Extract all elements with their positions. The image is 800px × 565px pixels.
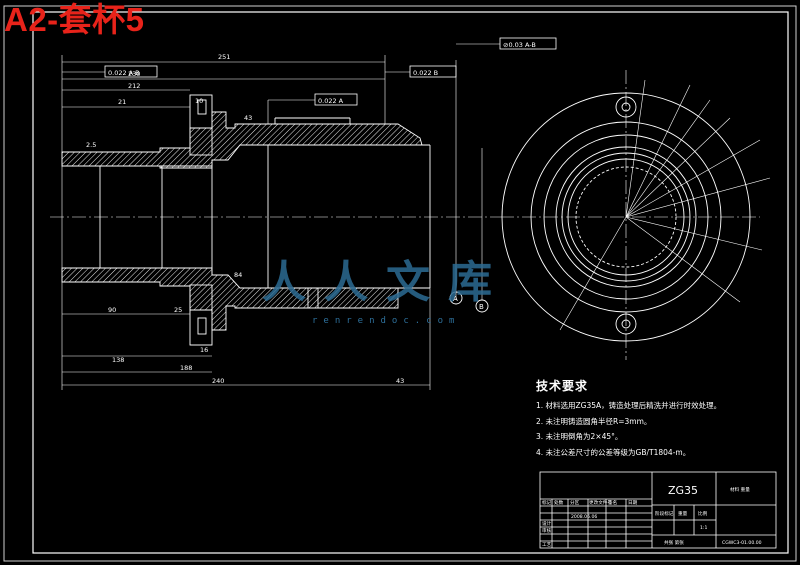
dim-138: 138 (112, 356, 124, 364)
title-block (539, 471, 777, 549)
tb-material: ZG35 (668, 484, 698, 497)
bolt-hole-top (615, 96, 637, 118)
dim-10: 10 (195, 97, 203, 105)
bottom-wall-hatch (61, 267, 399, 331)
flange-hole-bottom (197, 317, 207, 335)
tf-b-right-box (409, 65, 457, 78)
tb-stage-2: 重量 (678, 510, 688, 517)
datum-b-label: B (479, 303, 484, 311)
tb-company: 材料 重量 (730, 486, 750, 493)
dim-90: 90 (108, 306, 116, 314)
tf-a-text: 0.022 A (318, 97, 344, 105)
circle-3 (543, 134, 709, 300)
circle-4 (555, 146, 697, 288)
tb-col-4: 签名 (608, 499, 617, 506)
drawing-title: A2-套杯5 (4, 1, 145, 38)
tb-scale: 1:1 (700, 525, 707, 531)
outer-border (3, 5, 797, 562)
technical-requirements: 技术要求 1. 材料选用ZG35A，铸造处理后精洗并进行时效处理。 2. 未注明… (536, 377, 721, 460)
datum-b-marker (475, 299, 489, 313)
tb-col-2: 分区 (570, 499, 580, 506)
dim-2-5: 2.5 (86, 141, 96, 149)
dim-188: 188 (180, 364, 192, 372)
tb-stage-1: 阶段标记 (655, 510, 674, 517)
dim-21: 21 (118, 98, 126, 106)
bolt-hole-top-in (621, 102, 631, 112)
tb-row-3: 审核 (542, 527, 552, 534)
tf-a-box (314, 93, 358, 106)
tb-number: CGWC3-01.00.00 (722, 540, 762, 546)
bolt-hole-bottom (615, 313, 637, 335)
tech-item-2: 2. 未注明铸造圆角半径R=3mm。 (536, 416, 652, 426)
top-wall-hatch (61, 111, 423, 169)
dim-84: 84 (234, 271, 242, 279)
tb-row-2: 设计 (542, 520, 552, 527)
tb-col-3: 更改文件号 (589, 499, 612, 506)
section-view (50, 94, 500, 346)
tb-date: 2008.06.06 (571, 514, 597, 520)
tb-footer: 共张 第张 (664, 539, 684, 546)
tech-item-4: 4. 未注公差尺寸的公差等级为GB/T1804-m。 (536, 447, 691, 457)
dim-16: 16 (200, 346, 208, 354)
dim-240: 240 (212, 377, 224, 385)
tf-top-text: ⊘0.03 A-B (503, 41, 536, 49)
inner-border (32, 11, 789, 554)
tf-ab-left-box (104, 65, 158, 78)
dim-43-bottom: 43 (396, 377, 404, 385)
tech-heading: 技术要求 (536, 379, 589, 393)
circle-7 (575, 166, 677, 268)
bolt-hole-bottom-in (621, 319, 631, 329)
dim-25: 25 (174, 306, 182, 314)
tolerance-frames (104, 37, 557, 106)
tf-b-right-text: 0.022 B (413, 69, 438, 77)
flange-top (189, 94, 213, 156)
circle-2 (530, 121, 722, 313)
radial-leaders (559, 79, 771, 331)
outer-flange-circle (501, 92, 751, 342)
tb-stage-3: 比例 (698, 510, 708, 517)
tb-row-4: 工艺 (542, 542, 552, 548)
tb-outer (539, 471, 777, 549)
datum-markers (449, 291, 489, 313)
tb-col-1: 处数 (554, 499, 564, 506)
circle-5 (561, 152, 691, 282)
flange-hole-top (197, 99, 207, 115)
tb-col-5: 日期 (628, 500, 638, 506)
circle-6 (567, 158, 685, 276)
tf-ab-left-text: 0.022 A-B (108, 69, 140, 77)
dimension-lines (61, 43, 500, 390)
tech-item-1: 1. 材料选用ZG35A，铸造处理后精洗并进行时效处理。 (536, 401, 722, 410)
tb-row-1: 标记 (542, 499, 552, 506)
datum-a-marker (449, 291, 463, 305)
dim-212: 212 (128, 82, 140, 90)
watermark-site: renrendoc.com (312, 316, 461, 326)
tech-item-3: 3. 未注明倒角为2×45°。 (536, 432, 623, 441)
tf-top-box (499, 37, 557, 50)
dim-230: 230 (128, 70, 140, 78)
watermark-text: 人人文库 (262, 257, 510, 308)
dim-43-top: 43 (244, 114, 252, 122)
datum-a-label: A (453, 295, 458, 303)
end-view (500, 70, 771, 360)
dim-251: 251 (218, 53, 230, 61)
